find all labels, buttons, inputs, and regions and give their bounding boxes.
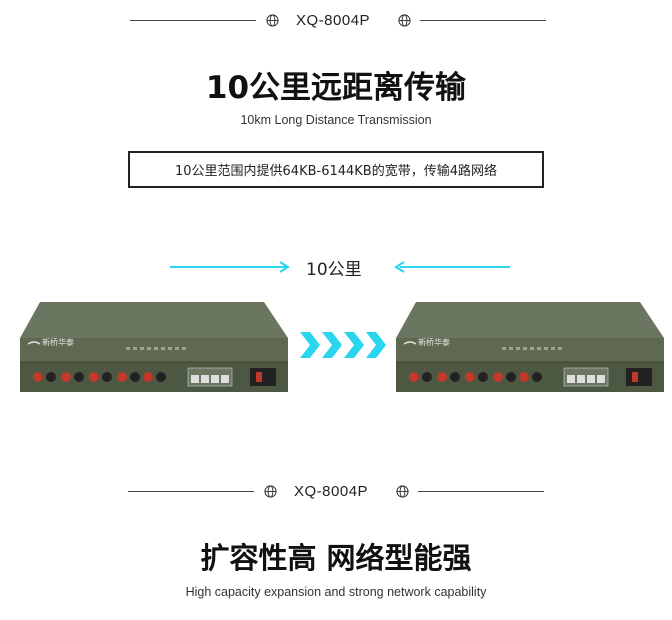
globe-icon bbox=[266, 14, 279, 27]
globe-icon bbox=[264, 485, 277, 498]
chevron-right-icon bbox=[300, 332, 320, 358]
chevron-right-icon bbox=[322, 332, 342, 358]
globe-icon bbox=[396, 485, 409, 498]
divider-right bbox=[420, 20, 546, 21]
model-name: XQ-8004P bbox=[294, 483, 369, 500]
model-name: XQ-8004P bbox=[296, 12, 371, 29]
section-subtitle: 10km Long Distance Transmission bbox=[240, 113, 432, 127]
divider-right bbox=[418, 491, 544, 492]
distance-label: 10公里 bbox=[306, 260, 362, 280]
device-brand: 新桥华泰 bbox=[42, 338, 74, 347]
model-header-bottom: XQ-8004P bbox=[0, 480, 672, 504]
arrow-right-icon bbox=[170, 261, 290, 273]
chevron-right-icon bbox=[366, 332, 386, 358]
divider-left bbox=[128, 491, 254, 492]
feature-box: 10公里范围内提供64KB-6144KB的宽带，传输4路网络 bbox=[128, 151, 544, 188]
divider-left bbox=[130, 20, 256, 21]
model-header-top: XQ-8004P bbox=[0, 9, 672, 33]
section-title: 10公里远距离传输 bbox=[205, 70, 467, 106]
section-subtitle: High capacity expansion and strong netwo… bbox=[185, 585, 487, 599]
distance-indicator: 10公里 bbox=[0, 255, 672, 280]
arrow-left-icon bbox=[394, 261, 510, 273]
device-right bbox=[396, 302, 664, 392]
transmission-chevrons bbox=[300, 332, 386, 358]
device-left bbox=[20, 302, 288, 392]
globe-icon bbox=[398, 14, 411, 27]
device-brand: 新桥华泰 bbox=[418, 338, 450, 347]
chevron-right-icon bbox=[344, 332, 364, 358]
section-title: 扩容性高 网络型能强 bbox=[200, 541, 472, 575]
feature-text: 10公里范围内提供64KB-6144KB的宽带，传输4路网络 bbox=[174, 164, 498, 179]
